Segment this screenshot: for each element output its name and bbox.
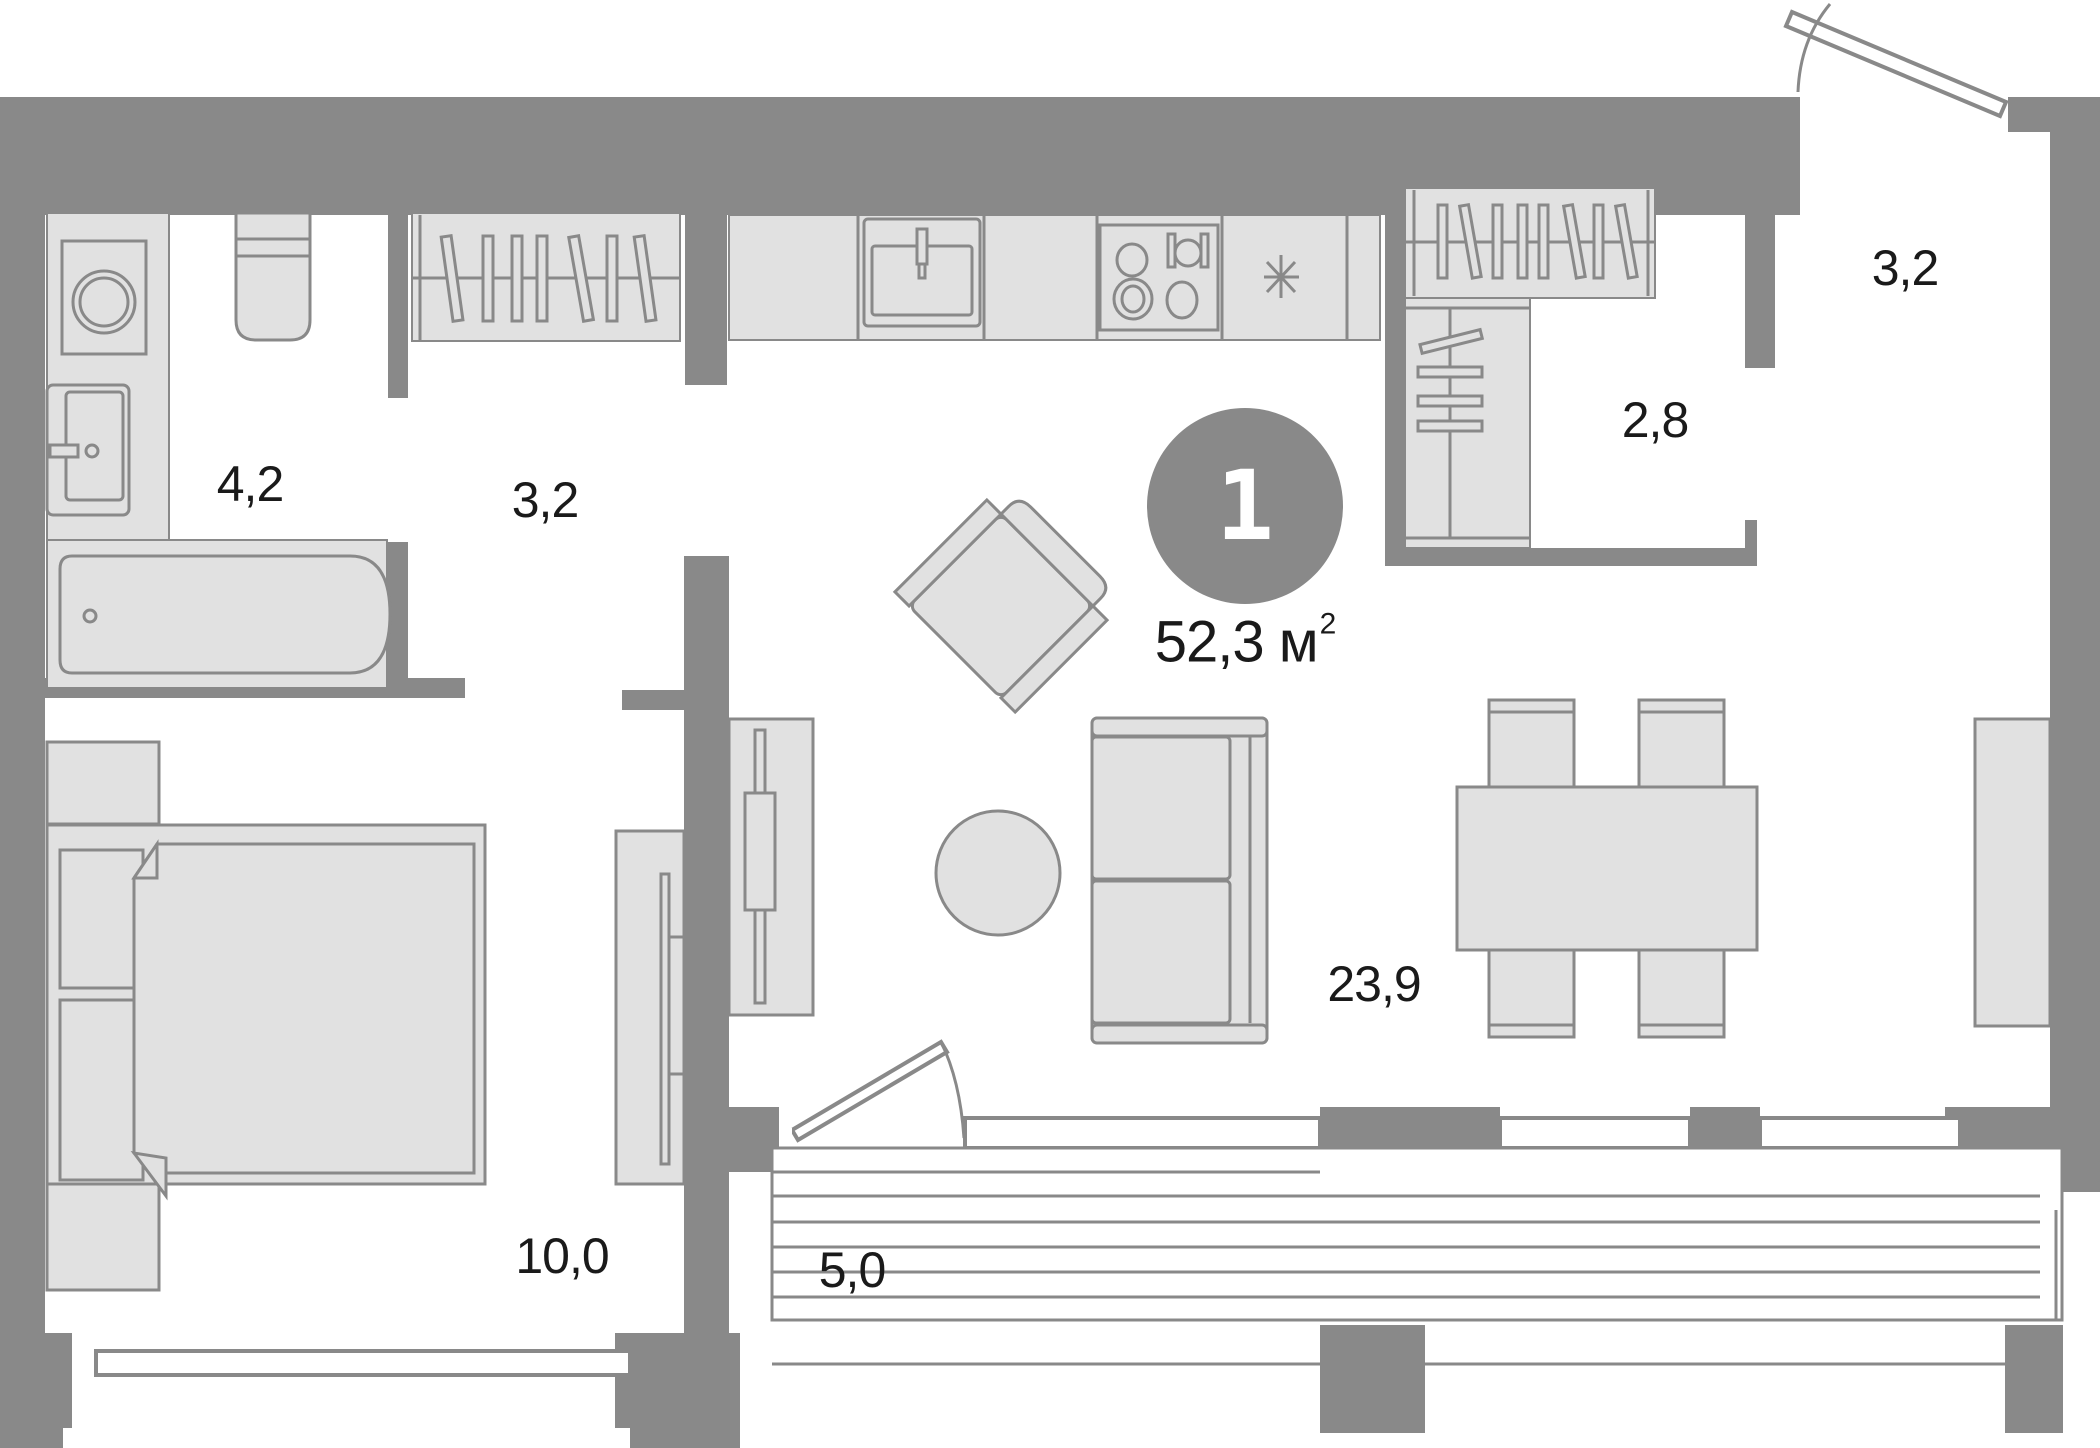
windows — [94, 1116, 1962, 1377]
room-area-vestibule: 3,2 — [1871, 240, 1940, 296]
extractor-icon — [1264, 255, 1299, 298]
hallway-wardrobe — [411, 212, 681, 342]
apartment-number: 1 — [1216, 450, 1274, 562]
tv-unit — [727, 717, 815, 1017]
total-area-value: 52,3 — [1154, 609, 1265, 675]
total-area-unit: м — [1278, 609, 1319, 675]
room-area-hallway: 3,2 — [511, 472, 580, 528]
room-area-storage: 2,8 — [1621, 392, 1690, 448]
total-area-unit-power: 2 — [1319, 607, 1337, 641]
dining-set — [1455, 698, 1759, 1039]
entrance-door — [1783, 3, 2009, 119]
total-area: 52,3 м2 — [1154, 607, 1337, 676]
balcony — [770, 1146, 2064, 1366]
sideboard — [1973, 717, 2052, 1028]
room-area-bathroom: 4,2 — [216, 456, 285, 512]
armchair — [892, 497, 1110, 715]
balcony-door — [780, 1039, 966, 1143]
room-area-balcony: 5,0 — [818, 1242, 887, 1298]
storage-wardrobe — [1404, 187, 1656, 549]
room-area-living-kitchen: 23,9 — [1327, 956, 1421, 1012]
walls — [0, 97, 2100, 1448]
double-bed — [45, 740, 487, 1292]
room-area-bedroom: 10,0 — [515, 1228, 609, 1284]
coffee-table — [934, 809, 1062, 937]
apartment-number-badge: 1 — [1147, 408, 1343, 604]
kitchen-counter — [728, 214, 1381, 341]
sofa — [1090, 716, 1269, 1045]
bedroom-wardrobe — [614, 829, 686, 1186]
bathroom-fixtures — [45, 211, 392, 689]
